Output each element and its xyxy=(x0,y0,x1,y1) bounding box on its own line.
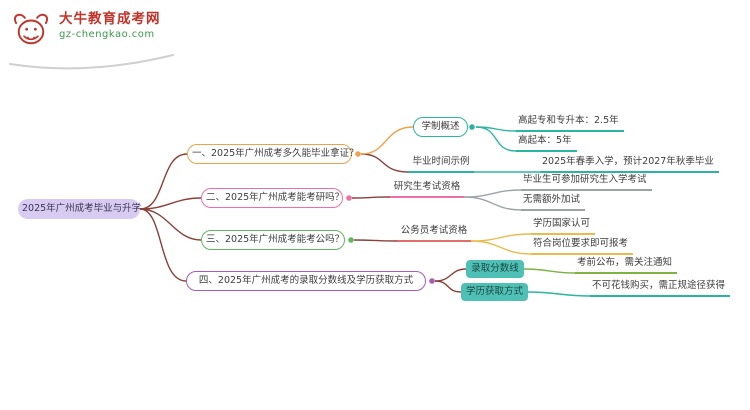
collapse-dots xyxy=(346,124,475,284)
node-leaf-meet-post-requirements: 符合岗位要求即可报考 xyxy=(531,235,634,255)
node-branch-graduation-time: 一、2025年广州成考多久能毕业拿证？ xyxy=(187,144,359,164)
orange-connector xyxy=(360,126,414,155)
logo-text: 大牛教育成考网 gz-chengkao.com xyxy=(59,10,161,42)
node-leaf-enroll-graduate-dates: 2025年春季入学，预计2027年秋季毕业 xyxy=(540,153,719,173)
node-leaf-no-extra-test: 无需额外加试 xyxy=(521,191,586,211)
node-postgrad-eligibility: 研究生考试资格 xyxy=(390,178,464,198)
gray-connectors xyxy=(463,189,522,211)
logo-title: 大牛教育成考网 xyxy=(59,11,161,27)
yellow-connectors xyxy=(470,233,532,255)
node-branch-postgraduate: 二、2025年广州成考能考研吗？ xyxy=(201,188,344,208)
green-connector xyxy=(523,268,576,274)
logo-swoosh-decoration xyxy=(9,54,174,70)
node-leaf-postgrad-exam-allowed: 毕业生可参加研究生入学考试 xyxy=(521,171,652,191)
node-civil-service-eligibility: 公务员考试资格 xyxy=(397,222,471,242)
node-branch-civil-service: 三、2025年广州成考能考公吗？ xyxy=(201,230,345,250)
node-diploma-acquisition: 学历获取方式 xyxy=(461,283,528,301)
logo-domain: gz-chengkao.com xyxy=(59,29,155,40)
node-leaf-announced-before-exam: 考前公布，需关注通知 xyxy=(575,254,678,274)
node-graduation-example: 毕业时间示例 xyxy=(408,153,474,173)
node-admission-score-line: 录取分数线 xyxy=(466,260,524,278)
node-schooling-overview: 学制概述 xyxy=(413,117,468,137)
node-leaf-college-upgrade-years: 高起专和专升本：2.5年 xyxy=(516,112,624,132)
node-leaf-state-recognized: 学历国家认可 xyxy=(531,215,596,235)
node-leaf-no-buying-diploma: 不可花钱购买，需正规途径获得 xyxy=(590,277,731,297)
node-root: 2025年广州成考毕业与升学 xyxy=(18,199,141,219)
site-logo: 大牛教育成考网 gz-chengkao.com xyxy=(10,10,161,52)
node-branch-scores-and-diploma: 四、2025年广州成考的录取分数线及学历获取方式 xyxy=(186,271,426,291)
node-leaf-highstart-bachelor-years: 高起本：5年 xyxy=(516,132,577,152)
bull-logo-icon xyxy=(14,13,48,45)
